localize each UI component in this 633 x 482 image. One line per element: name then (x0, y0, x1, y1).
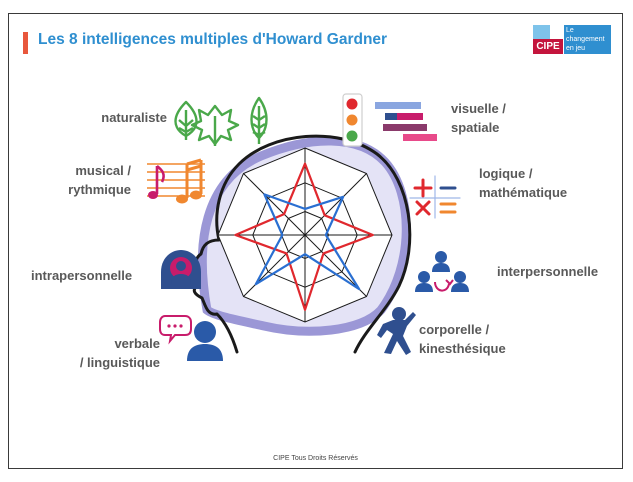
title-accent-bar (23, 32, 28, 54)
label-interpersonnelle: interpersonnelle (497, 264, 599, 279)
label-verbale-line1: verbale (114, 336, 160, 351)
logo-tagline-line3: en jeu (566, 45, 586, 52)
radar-grid (217, 147, 393, 323)
bar-chart-icon (342, 93, 437, 147)
label-logique: logique / mathématique (479, 164, 567, 202)
label-musical-line2: rythmique (68, 182, 131, 197)
cipe-logo: CIPE Le changement en jeu (533, 25, 613, 57)
music-notes-icon (147, 158, 205, 204)
label-visuelle-line1: visuelle / (451, 101, 506, 116)
logo-tagline: Le changement en jeu (564, 25, 611, 54)
head-diagram (147, 93, 469, 361)
head-silhouette (192, 134, 412, 354)
radar-profile-blue (254, 193, 361, 291)
radar-spoke (243, 173, 306, 236)
label-logique-line2: mathématique (479, 185, 568, 200)
radar-spoke (243, 234, 306, 297)
speech-bubble-icon (159, 315, 223, 361)
label-corporelle-line1: corporelle / (419, 322, 490, 337)
logo-light-square (533, 25, 550, 39)
label-musical: musical / rythmique (47, 161, 131, 199)
label-logique-line1: logique / (479, 166, 533, 181)
label-visuelle-line2: spatiale (451, 120, 500, 135)
radar-profiles (234, 162, 374, 311)
logo-tagline-line1: Le (566, 27, 574, 34)
footer-copyright: CIPE Tous Droits Réservés (273, 455, 358, 462)
page-title: Les 8 intelligences multiples d'Howard G… (38, 31, 388, 48)
radar-profile-red (234, 162, 374, 311)
logo-tagline-line2: changement (566, 36, 605, 43)
leaves-icon (174, 96, 268, 146)
slide: Les 8 intelligences multiples d'Howard G… (8, 13, 623, 469)
radar-spoke (304, 173, 367, 236)
label-visuelle: visuelle / spatiale (451, 99, 506, 137)
people-exchange-icon (415, 251, 469, 292)
label-intrapersonnelle: intrapersonnelle (31, 268, 133, 283)
self-reflection-icon (161, 250, 201, 289)
label-verbale-line2: / linguistique (79, 355, 160, 370)
label-verbale: verbale / linguistique (65, 334, 160, 372)
math-operators-icon (409, 175, 461, 219)
label-naturaliste: naturaliste (101, 110, 167, 125)
label-corporelle-line2: kinesthésique (419, 341, 506, 356)
label-corporelle: corporelle / kinesthésique (419, 320, 506, 358)
dancing-person-icon (377, 307, 416, 355)
label-musical-line1: musical / (75, 163, 131, 178)
logo-brand: CIPE (533, 39, 563, 54)
